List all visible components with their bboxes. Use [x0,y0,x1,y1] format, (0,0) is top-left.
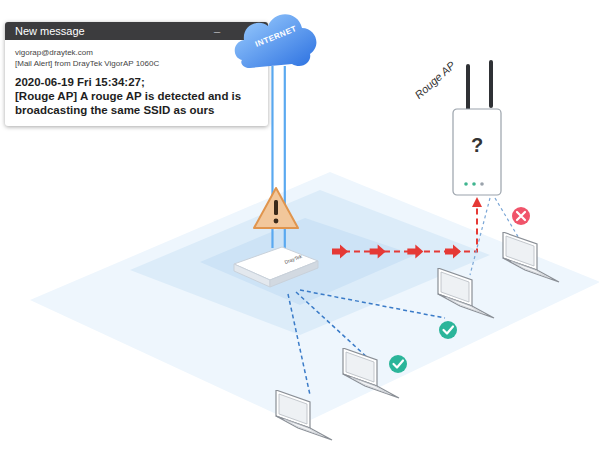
coverage-middle [130,190,490,335]
window-title: New message [15,26,258,37]
laptop [343,348,399,398]
laptop [503,232,559,282]
question-mark: ? [452,134,502,157]
laptop [438,268,494,318]
mail-window: New message vigorap@draytek.com[Mail Aler… [5,22,268,126]
blocked-mark [512,207,530,225]
laptop [276,390,332,440]
minimize-button: _ [214,22,220,33]
access-point: DrayTek [232,242,320,290]
detection-arrow [332,199,477,259]
mail-meta: [Mail Alert] from DrayTek VigorAP 1060C [15,58,258,69]
check-mark [389,355,407,373]
coverage-outer [30,172,599,425]
alert-text: 2020-06-19 Fri 15:34:27; [15,75,258,89]
warning-icon [254,188,298,228]
ap-shape [232,242,320,290]
window-header: New message [5,22,268,40]
rogue-label: Rouge AP [412,59,457,101]
rogue-access-point: Rouge AP? [452,108,502,196]
internet-cloud: INTERNET [232,2,320,72]
check-mark [439,321,457,339]
alert-text: [Rouge AP] A rouge AP is detected and is… [15,89,258,117]
mail-meta: vigorap@draytek.com [15,47,258,58]
antennas [466,60,493,112]
message-body: vigorap@draytek.com[Mail Alert] from Dra… [5,40,268,126]
